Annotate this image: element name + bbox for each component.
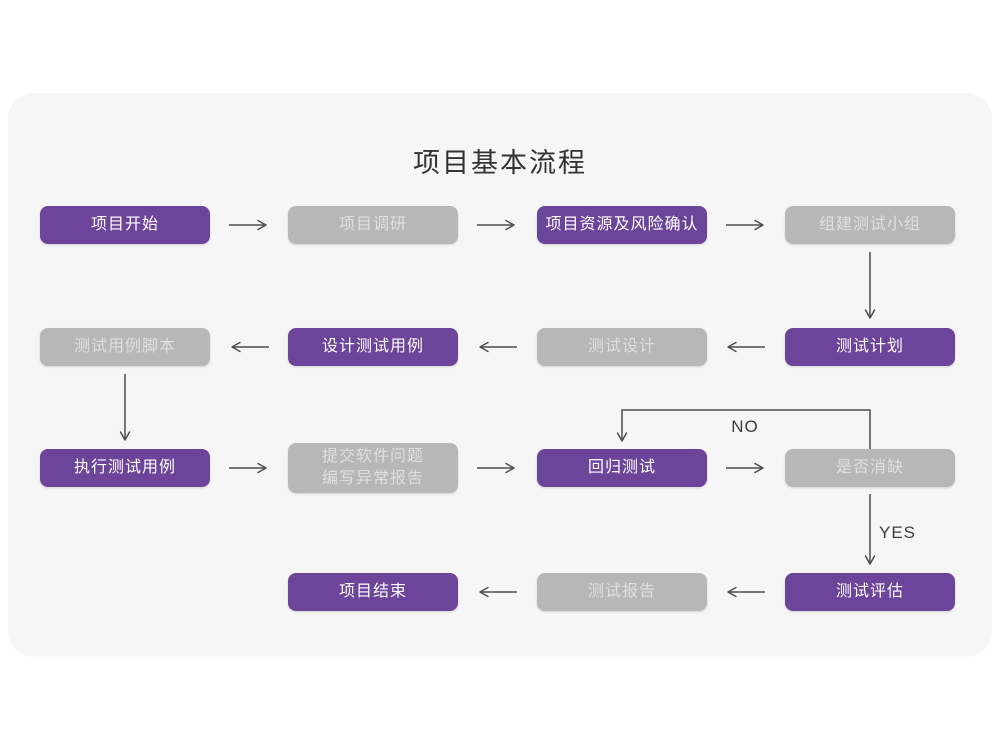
branch-label-no: NO (731, 417, 759, 436)
node-project-start: 项目开始 (40, 206, 210, 244)
node-resource-risk-confirm: 项目资源及风险确认 (537, 206, 707, 244)
node-test-report: 测试报告 (537, 573, 707, 611)
node-test-case-scripts: 测试用例脚本 (40, 328, 210, 366)
branch-label-yes: YES (879, 523, 917, 542)
node-submit-issue-report: 提交软件问题 编写异常报告 (288, 443, 458, 493)
node-project-end: 项目结束 (288, 573, 458, 611)
node-test-design: 测试设计 (537, 328, 707, 366)
node-test-plan: 测试计划 (785, 328, 955, 366)
node-project-research: 项目调研 (288, 206, 458, 244)
node-build-test-team: 组建测试小组 (785, 206, 955, 244)
node-execute-test-cases: 执行测试用例 (40, 449, 210, 487)
flowchart-card (8, 93, 992, 657)
node-regression-test: 回归测试 (537, 449, 707, 487)
diagram-title: 项目基本流程 (413, 148, 587, 178)
node-defect-resolved: 是否消缺 (785, 449, 955, 487)
node-design-test-cases: 设计测试用例 (288, 328, 458, 366)
node-test-evaluation: 测试评估 (785, 573, 955, 611)
